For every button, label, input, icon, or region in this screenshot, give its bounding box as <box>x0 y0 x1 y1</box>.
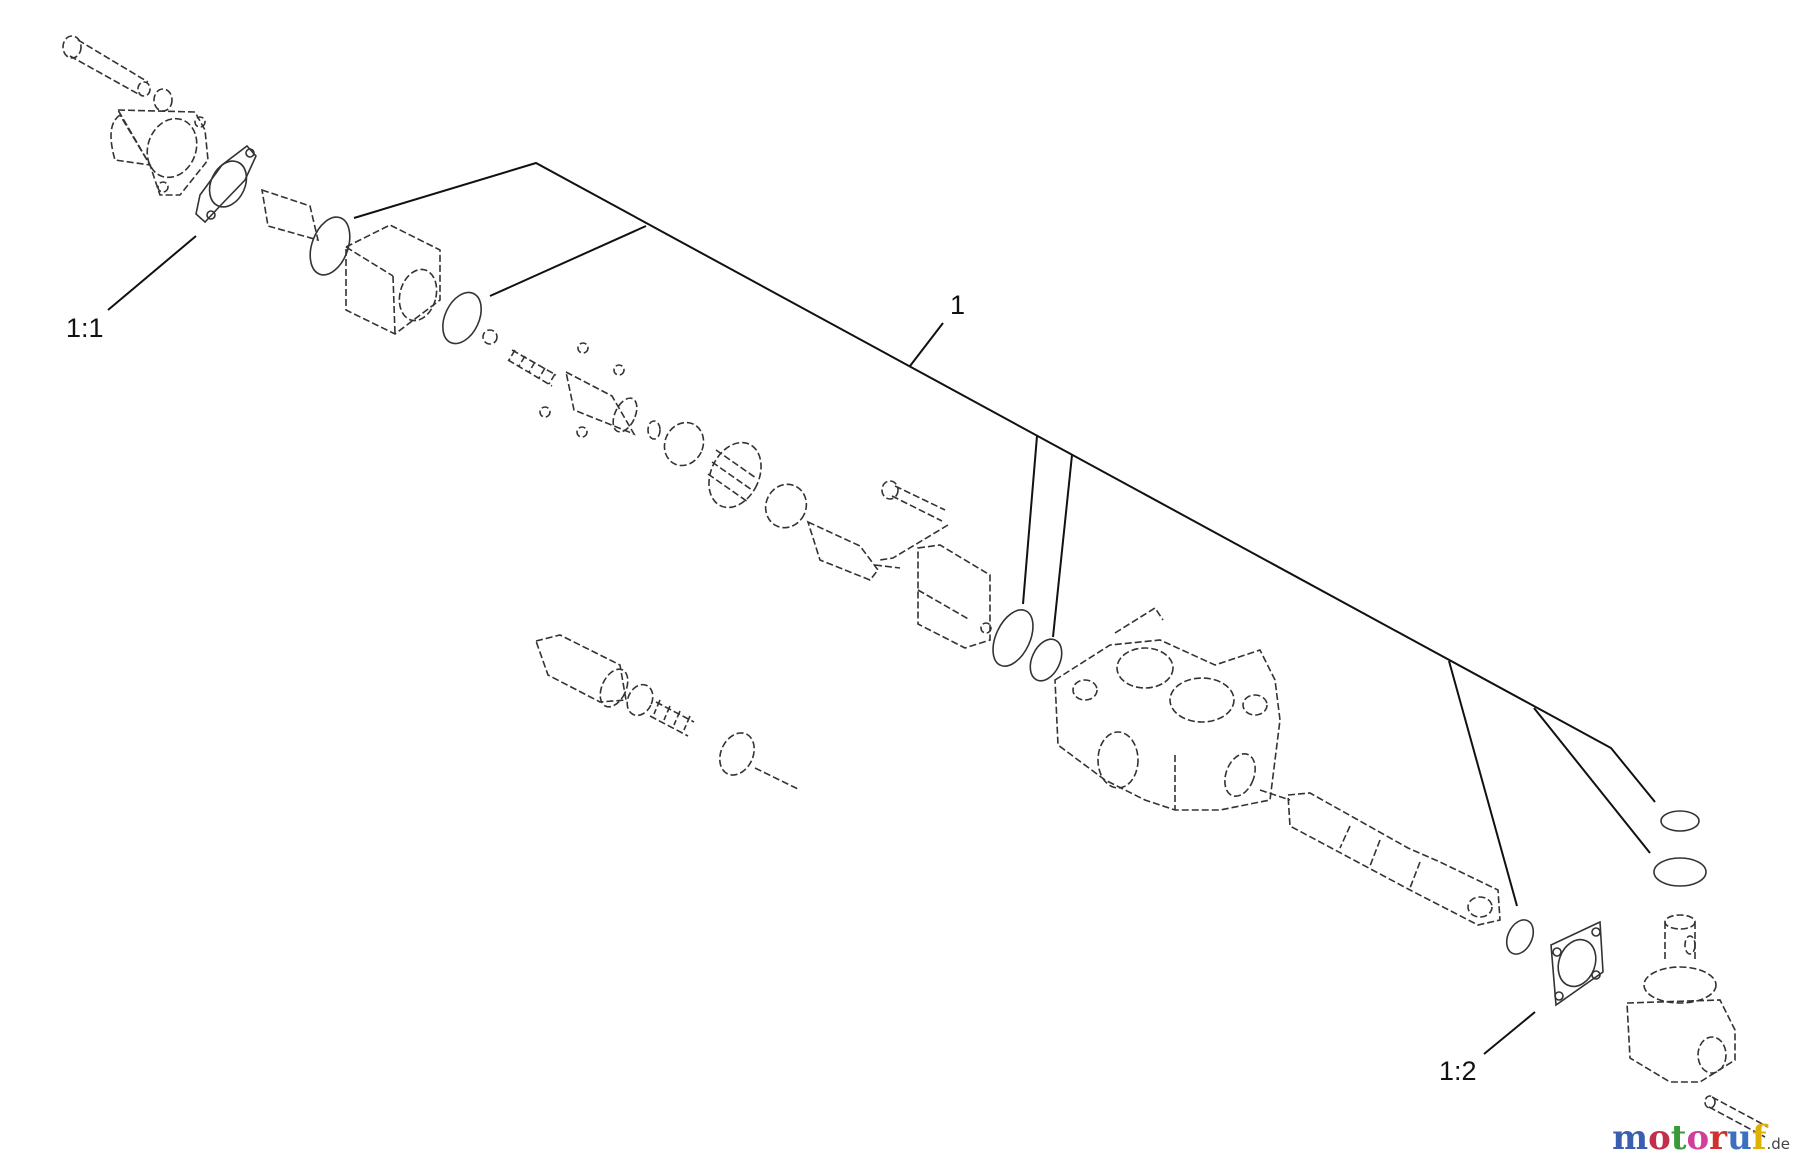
sleeve <box>260 188 320 242</box>
detent-ball <box>576 426 588 438</box>
gasket-1-1 <box>195 144 257 224</box>
leader-main-trunk <box>353 161 1656 803</box>
ball <box>482 329 498 345</box>
leader-lines <box>107 161 1656 1055</box>
leader-branch-oring-a <box>1022 435 1038 605</box>
o-ring-upper-2 <box>442 291 482 345</box>
leader-branch-upper-oring <box>489 225 647 297</box>
end-cap-flange <box>110 109 209 196</box>
callout-1-2: 1:2 <box>1439 1056 1477 1086</box>
detent-ball <box>577 342 589 354</box>
watermark-logo: motoruf.de <box>1612 1121 1790 1155</box>
o-ring-cap-small <box>1660 810 1700 832</box>
large-spring <box>707 441 762 509</box>
watermark-letter: r <box>1709 1118 1728 1158</box>
pin-upper <box>879 480 949 561</box>
watermark-suffix: .de <box>1766 1135 1790 1153</box>
spool-stem <box>806 520 901 581</box>
main-spool <box>1287 792 1501 926</box>
callout-1: 1 <box>950 290 966 320</box>
o-ring-mid-a <box>992 609 1034 667</box>
spring-seat <box>663 421 705 467</box>
callout-1-1: 1:1 <box>66 313 104 343</box>
leader-1-1 <box>107 235 197 311</box>
actuator-housing <box>1626 914 1736 1083</box>
watermark-letter: o <box>1648 1118 1671 1158</box>
o-ring-cap-large <box>1653 857 1707 887</box>
leader-branch-oring-b <box>1052 454 1073 638</box>
bracket-block <box>917 544 992 649</box>
watermark-letter: m <box>1612 1118 1649 1158</box>
leader-1-2 <box>1483 1011 1536 1055</box>
bolt-top-left <box>62 35 151 97</box>
lock-washer <box>153 88 173 112</box>
detent-sleeve <box>564 370 661 440</box>
watermark-letter: f <box>1751 1118 1767 1158</box>
small-spring <box>507 349 557 387</box>
watermark-letter: o <box>1686 1118 1710 1158</box>
main-valve-body <box>1054 606 1291 811</box>
bolt-bottom-right <box>1704 1095 1769 1138</box>
watermark-letter: u <box>1727 1118 1752 1158</box>
leader-callout-1 <box>909 322 944 367</box>
square-adapter-block <box>345 224 441 335</box>
relief-valve-cartridge <box>534 634 801 791</box>
leader-branch-cap-oring <box>1533 707 1651 854</box>
leader-branch-end-oring <box>1448 660 1518 907</box>
detent-ball <box>613 364 625 376</box>
detent-ball <box>539 406 551 418</box>
o-ring-upper-1 <box>309 216 351 276</box>
o-ring-mid-b <box>1029 638 1063 682</box>
o-ring-end <box>1505 919 1535 955</box>
watermark-letter: t <box>1670 1118 1687 1158</box>
spring-cap <box>764 483 808 529</box>
gasket-1-2 <box>1550 920 1604 1007</box>
